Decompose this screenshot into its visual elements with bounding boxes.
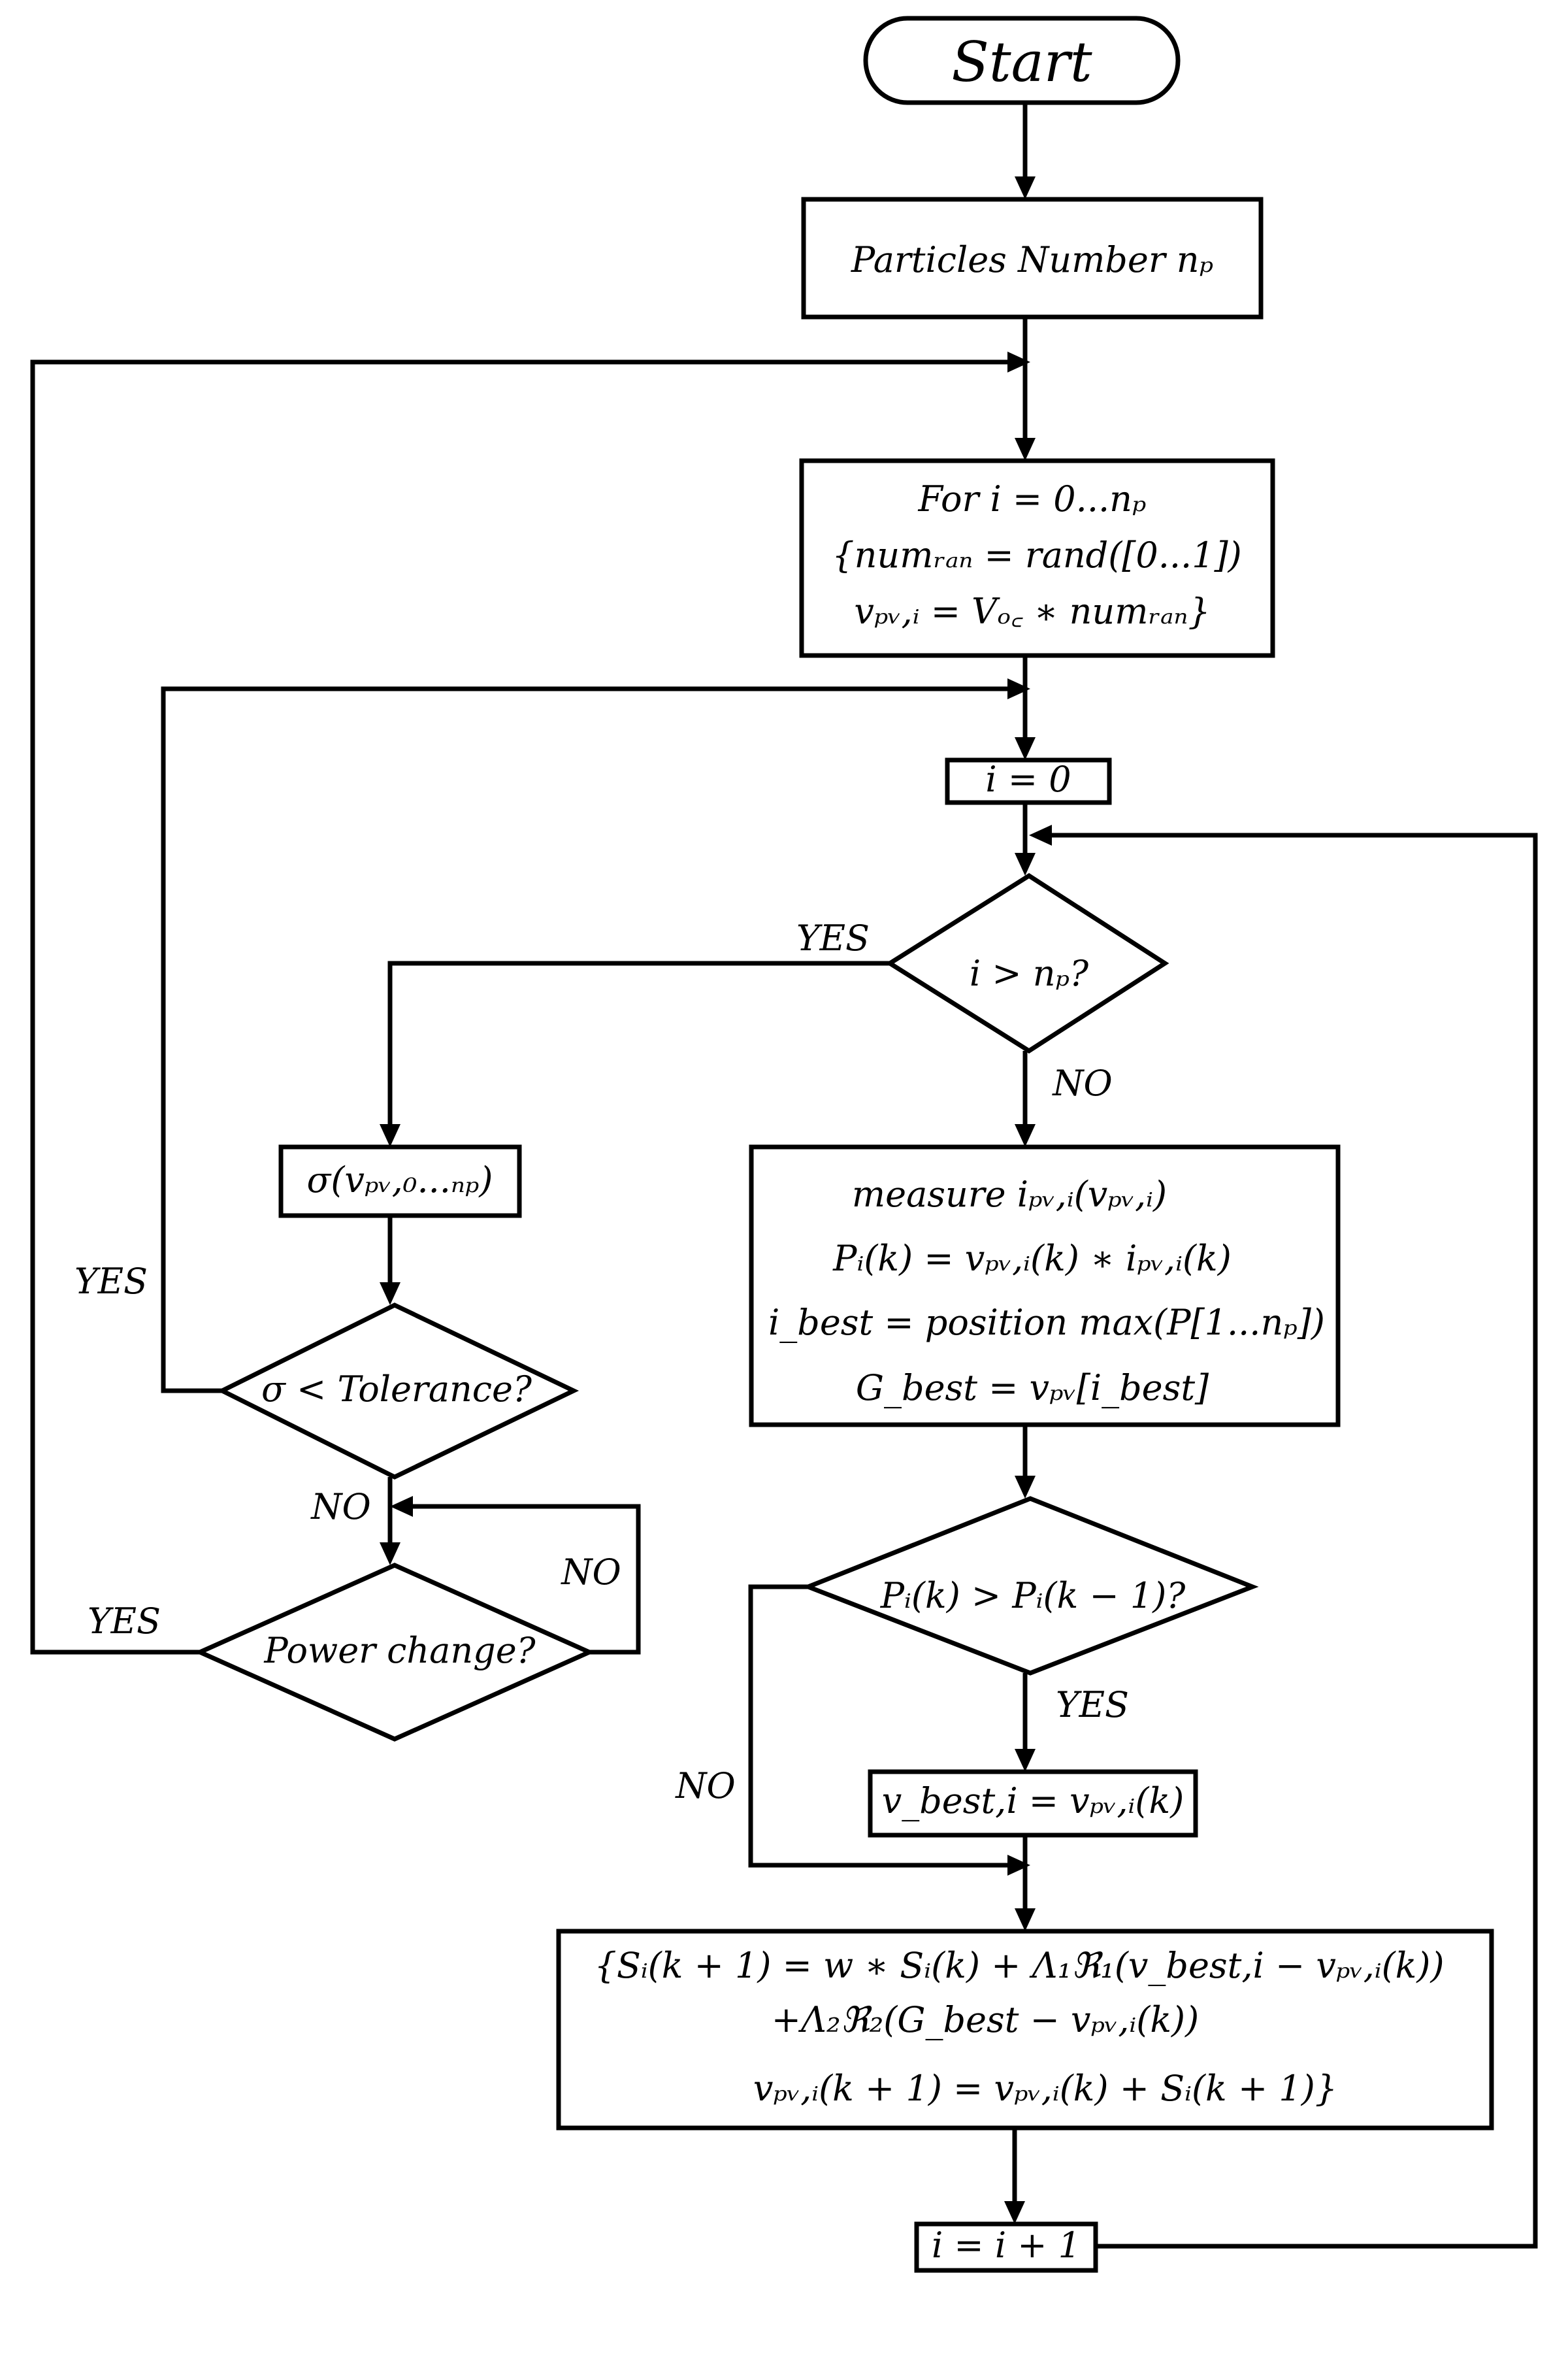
- arrowhead: [1007, 1855, 1030, 1876]
- arrowhead: [1015, 737, 1036, 760]
- power-change-label: Power change?: [263, 1630, 536, 1671]
- check-i-label: i > nₚ?: [970, 953, 1089, 994]
- init-line-3: vₚᵥ,ᵢ = Vₒ꜀ ∗ numᵣₐₙ}: [854, 591, 1210, 632]
- tolerance-label: σ < Tolerance?: [261, 1369, 532, 1410]
- measure-box: measure iₚᵥ,ᵢ(vₚᵥ,ᵢ) Pᵢ(k) = vₚᵥ,ᵢ(k) ∗ …: [749, 1144, 1341, 1427]
- arrowhead: [1015, 853, 1036, 876]
- edge-compare-no-bypass: [748, 1584, 1007, 1868]
- init-line-1: For i = 0...nₚ: [917, 478, 1146, 520]
- compare-power-label: Pᵢ(k) > Pᵢ(k − 1)?: [880, 1575, 1186, 1616]
- measure-line-3: i_best = position max(P[1...nₚ]): [768, 1302, 1325, 1343]
- edge-tolerance-yes-loop: [161, 686, 1007, 1393]
- arrowhead: [380, 1124, 400, 1147]
- check-yes-label: YES: [796, 918, 870, 959]
- edge-increment-loop: [1052, 833, 1538, 2249]
- compare-power-decision: Pᵢ(k) > Pᵢ(k − 1)?: [802, 1496, 1259, 1676]
- arrowhead: [1004, 2201, 1025, 2224]
- arrowhead: [1015, 1908, 1036, 1931]
- arrowhead: [1015, 1476, 1036, 1499]
- edge-power-no-loop: [412, 1504, 641, 1655]
- arrowhead: [1015, 1124, 1036, 1147]
- sigma-box: σ(vₚᵥ,₀...ₙₚ): [278, 1144, 522, 1218]
- arrowhead: [380, 1282, 400, 1305]
- measure-line-2: Pᵢ(k) = vₚᵥ,ᵢ(k) ∗ iₚᵥ,ᵢ(k): [832, 1238, 1232, 1279]
- arrowhead: [390, 1496, 413, 1517]
- increment-label: i = i + 1: [932, 2225, 1081, 2266]
- tolerance-no-label: NO: [310, 1486, 371, 1527]
- arrowhead: [1007, 678, 1030, 699]
- edge-labels: YES NO YES NO YES NO YES NO: [74, 918, 1129, 1806]
- edge-check-yes-sigma: [387, 961, 890, 1125]
- arrowhead: [1015, 176, 1036, 199]
- power-change-decision: Power change?: [194, 1563, 595, 1742]
- i-zero-box: i = 0: [945, 757, 1112, 805]
- init-line-2: {numᵣₐₙ = rand([0...1]): [832, 535, 1241, 576]
- vbest-label: v_best,i = vₚᵥ,ᵢ(k): [882, 1780, 1184, 1821]
- update-line-1: {Sᵢ(k + 1) = w ∗ Sᵢ(k) + Λ₁ℜ₁(v_best,i −…: [594, 1945, 1444, 1986]
- tolerance-yes-label: YES: [74, 1261, 148, 1302]
- compare-yes-label: YES: [1056, 1684, 1129, 1725]
- particles-number-label: Particles Number nₚ: [851, 239, 1213, 280]
- start-label: Start: [951, 30, 1092, 94]
- arrowhead: [1015, 1749, 1036, 1772]
- compare-no-label: NO: [674, 1765, 736, 1806]
- arrowhead: [1015, 438, 1036, 461]
- edge-power-yes-loop: [30, 359, 1007, 1655]
- start-node: Start: [863, 16, 1181, 105]
- update-line-3: vₚᵥ,ᵢ(k + 1) = vₚᵥ,ᵢ(k) + Sᵢ(k + 1)}: [753, 2068, 1337, 2109]
- update-box: {Sᵢ(k + 1) = w ∗ Sᵢ(k) + Λ₁ℜ₁(v_best,i −…: [556, 1929, 1494, 2131]
- check-i-decision: i > nₚ?: [885, 872, 1169, 1054]
- measure-line-4: G_best = vₚᵥ[i_best]: [856, 1367, 1209, 1408]
- initialization-box: For i = 0...nₚ {numᵣₐₙ = rand([0...1]) v…: [799, 458, 1275, 658]
- power-yes-label: YES: [88, 1601, 161, 1642]
- arrowhead: [1007, 352, 1030, 373]
- tolerance-decision: σ < Tolerance?: [217, 1302, 580, 1480]
- edges: [30, 103, 1538, 2249]
- check-no-label: NO: [1051, 1063, 1113, 1104]
- increment-box: i = i + 1: [914, 2221, 1098, 2273]
- arrowhead: [1029, 825, 1052, 846]
- i-zero-label: i = 0: [985, 759, 1071, 800]
- measure-line-1: measure iₚᵥ,ᵢ(vₚᵥ,ᵢ): [852, 1174, 1167, 1215]
- arrowhead: [380, 1542, 400, 1565]
- power-no-label: NO: [560, 1551, 621, 1593]
- update-line-2: +Λ₂ℜ₂(G_best − vₚᵥ,ᵢ(k)): [772, 1999, 1199, 2040]
- particles-number-box: Particles Number nₚ: [801, 197, 1264, 320]
- sigma-label: σ(vₚᵥ,₀...ₙₚ): [306, 1159, 493, 1201]
- vbest-box: v_best,i = vₚᵥ,ᵢ(k): [868, 1769, 1198, 1838]
